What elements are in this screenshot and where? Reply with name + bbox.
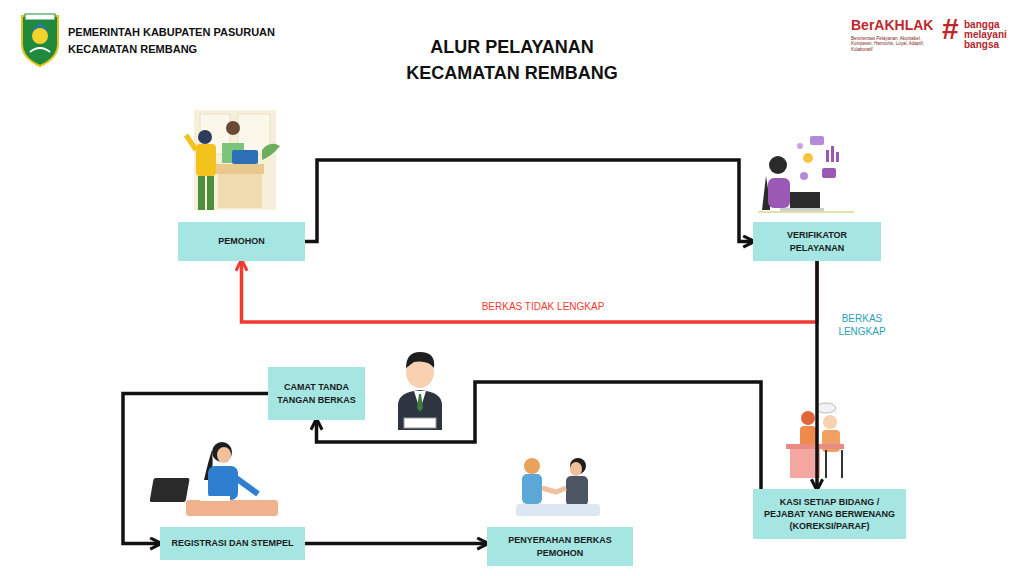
diagram-title: ALUR PELAYANAN KECAMATAN REMBANG (392, 34, 632, 86)
verifier-illustration-part (769, 156, 787, 174)
verifier-illustration (758, 136, 854, 212)
process-box: KASI SETIAP BIDANG / PEJABAT YANG BERWEN… (753, 489, 906, 539)
flow-arrow (305, 542, 487, 546)
verifier-illustration-part (797, 143, 803, 149)
section-head-illustration-part (826, 450, 842, 478)
applicant-counter-illustration (186, 110, 280, 210)
applicant-counter-illustration-part (198, 176, 205, 210)
section-head-illustration-part (816, 403, 836, 413)
verifier-illustration-part (768, 178, 790, 208)
registration-illustration-part (212, 442, 232, 462)
applicant-counter-illustration-part (207, 176, 214, 210)
section-head-illustration-part (823, 415, 837, 429)
registration-illustration-part (200, 496, 230, 501)
handover-illustration-part (516, 504, 600, 516)
flow-arrow (242, 261, 818, 322)
campaign-text: bangga melayani bangsa (964, 20, 1012, 50)
flow-arrow (815, 261, 819, 489)
verifier-illustration-part (810, 136, 824, 145)
header-text: KECAMATAN REMBANG (68, 43, 328, 56)
box-label: KASI SETIAP BIDANG / PEJABAT YANG BERWEN… (759, 496, 900, 532)
regency-emblem (22, 14, 58, 66)
verifier-illustration-part (836, 152, 839, 162)
verifier-illustration-part (803, 153, 813, 163)
registration-illustration-part (236, 478, 258, 494)
applicant-counter-illustration-part (194, 110, 276, 210)
applicant-counter-illustration-part (232, 150, 258, 164)
regency-emblem-part (22, 16, 58, 66)
verifier-illustration-part (758, 211, 854, 213)
handover-illustration-part (524, 458, 540, 474)
handover-illustration-part (570, 462, 582, 476)
head-official-illustration-part (404, 418, 436, 428)
edge-label: BERKAS TIDAK LENGKAP (400, 300, 686, 313)
box-label: PENYERAHAN BERKAS PEMOHON (493, 534, 627, 558)
regency-emblem-part (30, 48, 50, 52)
process-box: VERIFIKATOR PELAYANAN (753, 222, 881, 261)
registration-illustration-part (186, 500, 278, 516)
applicant-counter-illustration-part (186, 135, 196, 150)
flow-arrow (123, 394, 268, 544)
head-official-illustration-part (398, 390, 442, 430)
regency-emblem-part (32, 28, 48, 44)
applicant-counter-illustration-part (198, 130, 212, 144)
verifier-illustration-part (790, 192, 820, 208)
section-head-illustration-part (801, 411, 815, 425)
box-label: REGISTRASI DAN STEMPEL (171, 537, 293, 549)
header-text: PEMERINTAH KABUPATEN PASURUAN (68, 26, 328, 39)
brand-tagline: Berorientasi Pelayanan, Akuntabel, Kompe… (851, 36, 939, 52)
hashtag-symbol: # (942, 14, 966, 44)
process-box: CAMAT TANDA TANGAN BERKAS (268, 367, 365, 420)
process-box: PENYERAHAN BERKAS PEMOHON (487, 527, 633, 566)
registration-illustration-part (208, 466, 238, 500)
section-head-illustration-part (786, 444, 844, 449)
flow-arrow (317, 382, 762, 489)
brand-logo-text: BerAKHLAK (851, 18, 951, 33)
regency-emblem-part (33, 24, 47, 30)
applicant-counter-illustration-part (218, 174, 262, 208)
applicant-counter-illustration-part (262, 144, 280, 160)
head-official-illustration (398, 352, 442, 430)
verifier-illustration-part (822, 168, 836, 178)
process-box: REGISTRASI DAN STEMPEL (160, 527, 305, 560)
applicant-counter-illustration-part (226, 121, 240, 135)
handover-illustration-part (566, 476, 588, 506)
box-label: PEMOHON (218, 235, 265, 247)
verifier-illustration-part (800, 172, 808, 180)
registration-illustration-part (217, 447, 231, 463)
flow-arrow (305, 160, 753, 242)
verifier-illustration-part (780, 208, 824, 211)
registration-illustration (149, 442, 278, 516)
verifier-illustration-part (831, 146, 834, 162)
applicant-counter-illustration-part (196, 144, 216, 176)
section-head-illustration (786, 403, 844, 478)
regency-emblem-part (25, 14, 55, 20)
handover-illustration-part (522, 474, 542, 504)
applicant-counter-illustration-part (214, 164, 264, 174)
process-box: PEMOHON (178, 222, 305, 261)
handover-illustration-part (542, 488, 566, 492)
head-official-illustration-part (417, 394, 423, 412)
registration-illustration-part (149, 478, 189, 502)
verifier-illustration-part (826, 150, 829, 162)
box-label: CAMAT TANDA TANGAN BERKAS (274, 381, 359, 405)
edge-label: BERKAS LENGKAP (828, 312, 896, 338)
handover-illustration (516, 458, 600, 516)
head-official-illustration-part (406, 352, 434, 368)
box-label: VERIFIKATOR PELAYANAN (759, 229, 875, 253)
